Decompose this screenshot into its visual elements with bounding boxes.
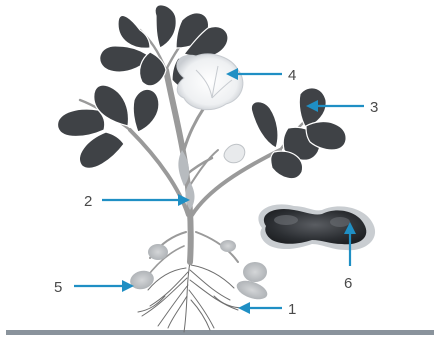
leaf-cluster-left <box>58 85 159 168</box>
callout-label-6: 6 <box>344 275 352 292</box>
callout-label-3: 3 <box>370 99 378 116</box>
callout-label-5: 5 <box>54 279 62 296</box>
leaf-cluster-right <box>251 88 346 179</box>
callout-label-4: 4 <box>288 67 296 84</box>
callout-label-2: 2 <box>84 193 92 210</box>
pods <box>128 232 270 303</box>
ground-line <box>6 330 434 335</box>
callout-label-1: 1 <box>288 301 296 318</box>
roots <box>138 262 244 332</box>
seed <box>258 204 375 250</box>
